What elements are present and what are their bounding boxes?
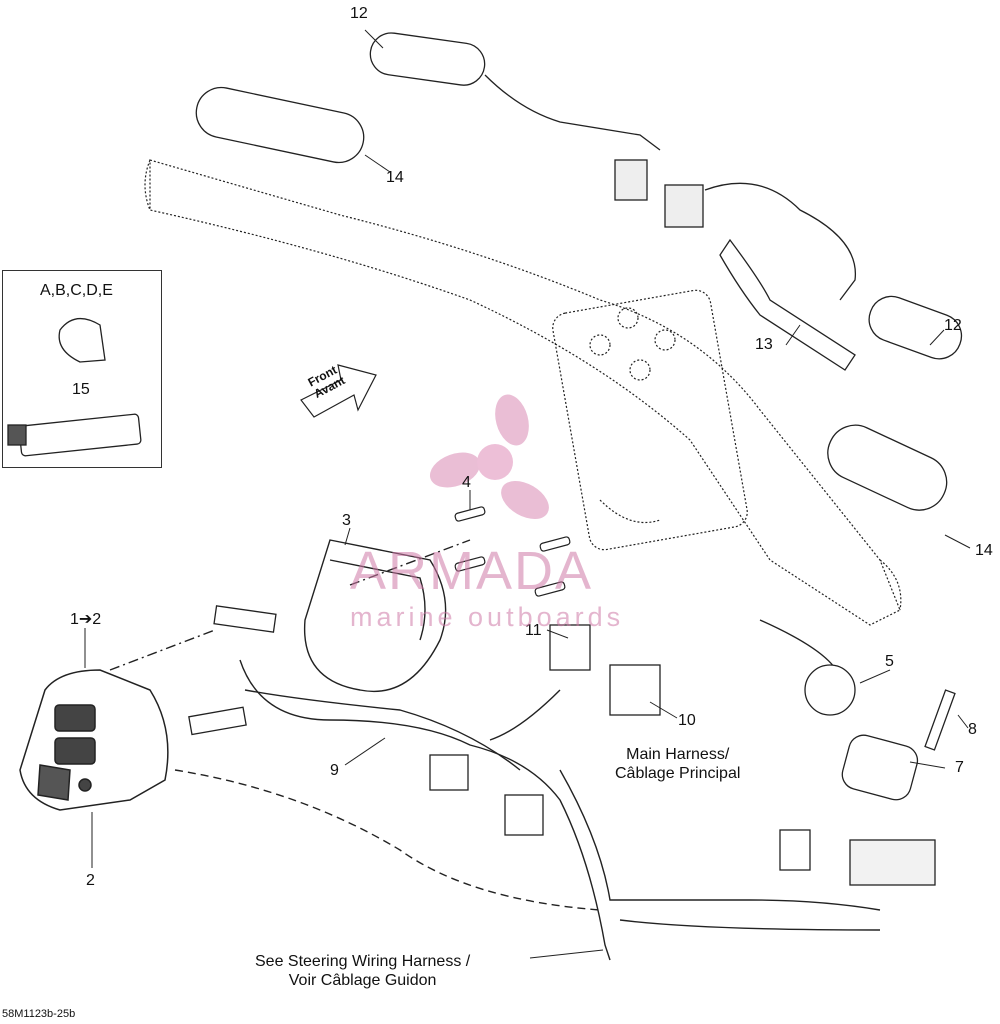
callout-5: 5 — [885, 653, 894, 670]
steering-note: See Steering Wiring Harness / Voir Câbla… — [255, 952, 470, 990]
callout-14-top: 14 — [386, 169, 404, 186]
kit-items — [7, 318, 142, 457]
watermark-name: ARMADA — [350, 541, 594, 601]
callout-15: 15 — [72, 381, 90, 398]
callout-4: 4 — [462, 474, 471, 491]
callout-13: 13 — [755, 336, 773, 353]
kit-box — [2, 270, 162, 468]
watermark-logo-icon — [429, 394, 549, 519]
leader-lines — [84, 29, 971, 959]
front-arrow-icon — [300, 364, 377, 418]
callout-10: 10 — [678, 712, 696, 729]
steering-note-fr: Voir Câblage Guidon — [288, 972, 437, 989]
callout-11: 11 — [525, 622, 542, 639]
grip-sleeve — [195, 86, 948, 511]
handlebar — [144, 159, 902, 626]
callout-3: 3 — [342, 512, 351, 529]
main-harness-fr: Câblage Principal — [615, 765, 741, 782]
main-harness-en: Main Harness/ — [626, 746, 730, 763]
callout-14-right: 14 — [975, 542, 993, 559]
connector — [188, 605, 956, 886]
callout-1: 1➔2 — [70, 611, 102, 628]
watermark-tagline: marine outboards — [350, 602, 625, 632]
kit-label: A,B,C,D,E — [40, 282, 113, 299]
main-harness-label: Main Harness/ Câblage Principal — [615, 745, 740, 783]
screw — [454, 506, 571, 597]
callout-2: 2 — [86, 872, 95, 889]
heating-element — [369, 32, 963, 360]
callout-12-top: 12 — [350, 5, 368, 22]
wiring-harness — [109, 539, 881, 961]
callout-8: 8 — [968, 721, 977, 738]
switch-housing — [303, 539, 447, 693]
handlebar-switch — [19, 669, 169, 811]
callout-12-right: 12 — [944, 317, 962, 334]
steering-note-en: See Steering Wiring Harness / — [255, 953, 471, 970]
callout-7: 7 — [955, 759, 964, 776]
drawing-code: 58M1123b-25b — [2, 1008, 76, 1020]
callout-9: 9 — [330, 762, 339, 779]
